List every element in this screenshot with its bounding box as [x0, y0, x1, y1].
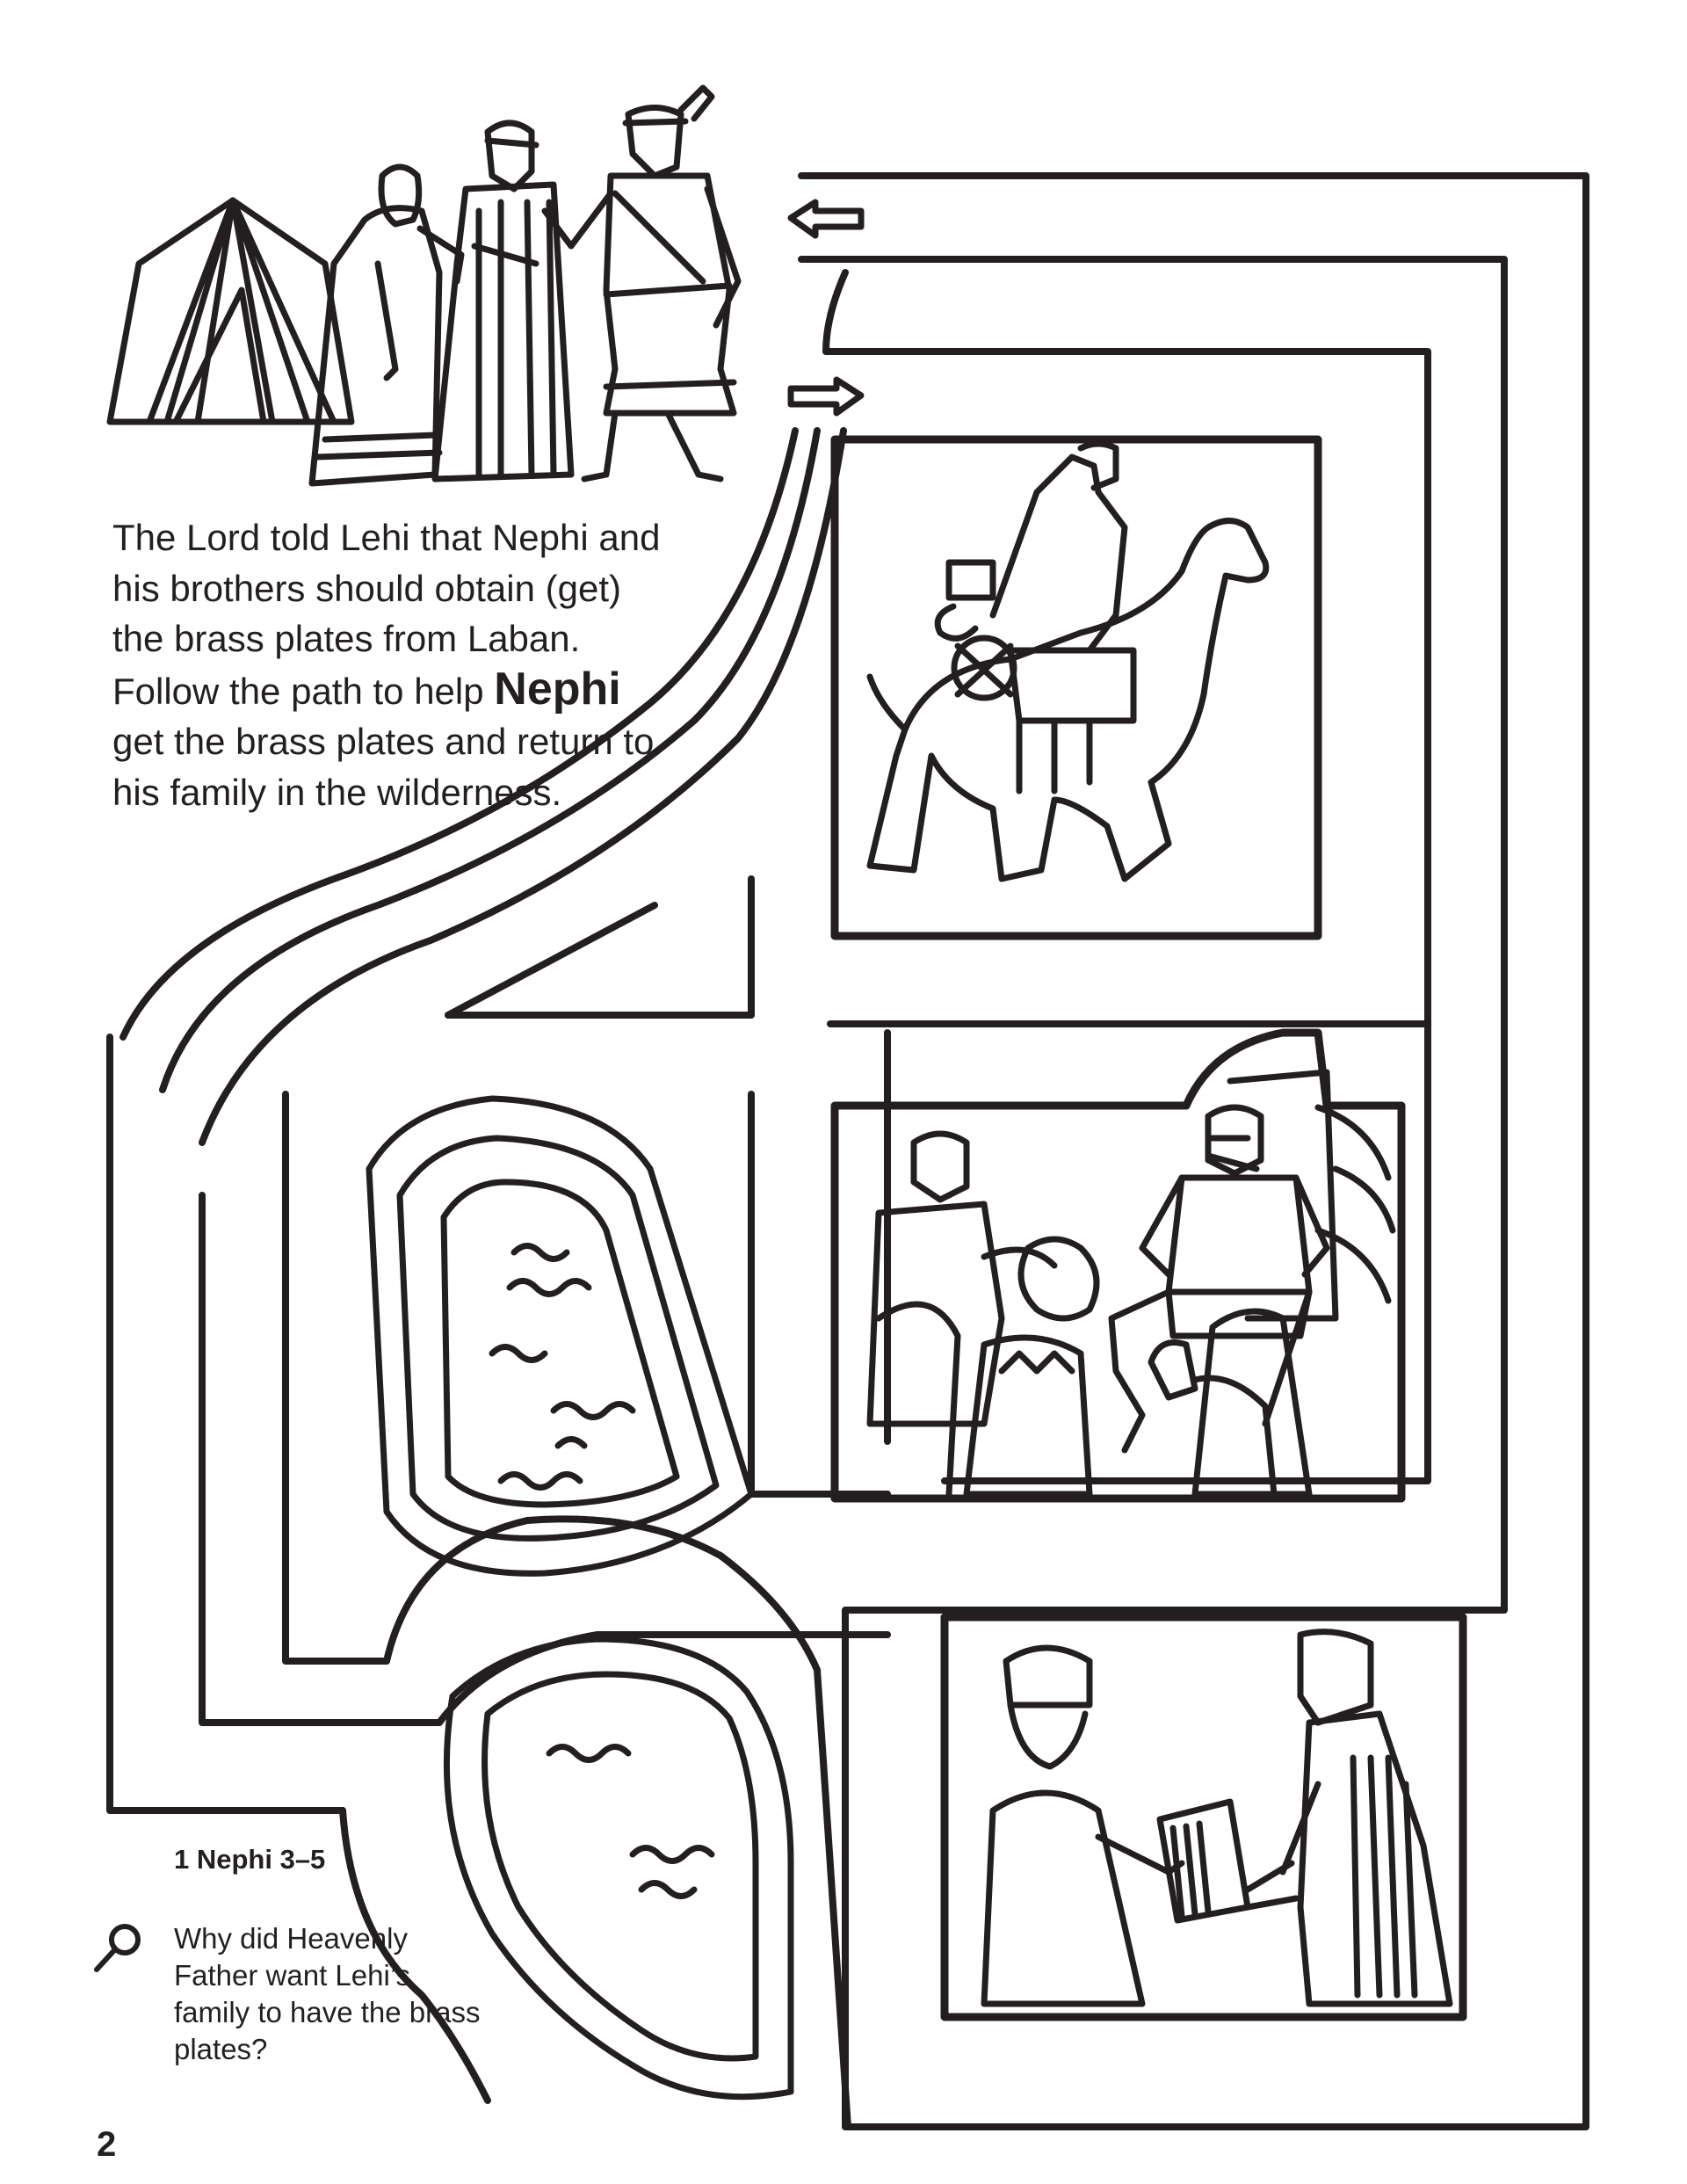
intro-after: get the brass plates and return to his f…: [112, 721, 655, 813]
magnifying-glass-icon: [94, 1924, 141, 1972]
page-number: 2: [97, 2125, 117, 2164]
laban-panel: [835, 1033, 1401, 1498]
plates-panel: [945, 1617, 1463, 2017]
question-text: Why did Heavenly Father want Lehi’s fami…: [174, 1922, 481, 2065]
scripture-reference: 1 Nephi 3–5: [174, 1844, 326, 1875]
father-figure: [435, 123, 571, 479]
intro-before: The Lord told Lehi that Nephi and his br…: [112, 517, 661, 712]
son-figure: [545, 88, 738, 479]
camel-panel: [835, 439, 1318, 936]
arrow-right-icon: [791, 380, 861, 413]
family-scene: [110, 88, 738, 483]
intro-text: The Lord told Lehi that Nephi and his br…: [112, 512, 675, 817]
upper-lake: [369, 1099, 751, 1573]
arrow-left-icon: [791, 202, 861, 236]
lower-lake: [446, 1639, 791, 2097]
tent: [110, 200, 351, 422]
maze-walls: [110, 176, 1586, 2127]
highlight-name: Nephi: [494, 663, 621, 715]
